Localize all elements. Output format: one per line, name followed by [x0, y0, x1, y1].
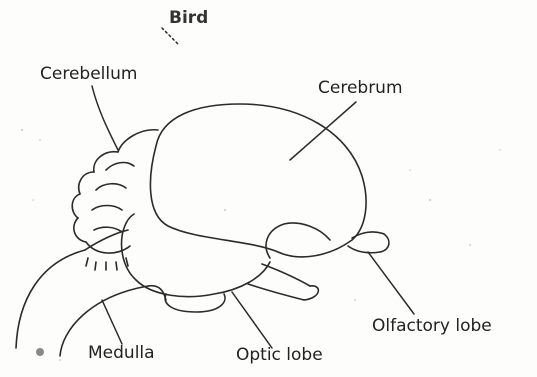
cerebellum-shape	[72, 130, 158, 270]
spinal-cord-outline-outer	[16, 250, 85, 348]
label-olfactory-lobe: Olfactory lobe	[372, 318, 492, 335]
medulla-leader	[102, 300, 122, 344]
diagram-title: Bird	[169, 10, 208, 27]
olfactory-lobe-bottom	[348, 246, 380, 253]
optic-nerve-bottom	[248, 284, 304, 300]
cerebrum-shape	[150, 104, 366, 257]
title-mark	[162, 28, 178, 44]
cerebrum-inner-contour	[266, 223, 330, 258]
cerebrum-leader	[290, 102, 356, 160]
label-cerebellum: Cerebellum	[40, 66, 137, 83]
optic-nerve-top	[262, 264, 310, 286]
olfactory-lobe-tip	[380, 234, 389, 252]
olfactory-lobe-leader	[368, 252, 414, 314]
label-optic-lobe: Optic lobe	[236, 347, 323, 364]
olfactory-lobe-top	[352, 232, 384, 238]
label-medulla: Medulla	[88, 345, 155, 362]
scan-dot	[36, 348, 44, 356]
cerebellum-leader	[92, 86, 118, 150]
label-cerebrum: Cerebrum	[318, 80, 403, 97]
optic-lobe-leader	[232, 292, 272, 348]
optic-nerve-end	[304, 286, 318, 300]
